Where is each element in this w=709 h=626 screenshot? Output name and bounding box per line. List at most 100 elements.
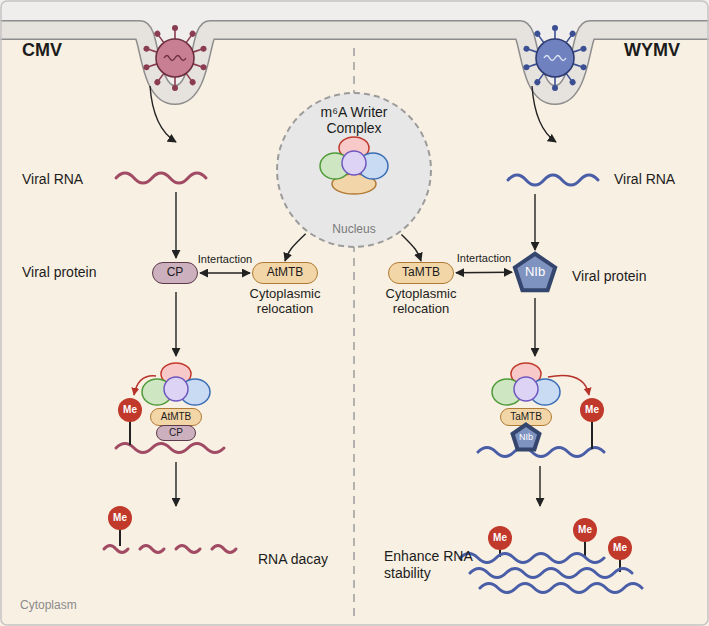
rna-fragments	[104, 546, 236, 553]
node-label: CP	[169, 427, 183, 439]
node-label: Me	[493, 532, 507, 544]
virus-spike	[143, 45, 158, 55]
rna-strand	[460, 554, 604, 563]
virus-body	[156, 39, 194, 77]
virus-spike	[143, 61, 158, 71]
mtb-pill: AtMTBCytoplasmic relocation	[252, 262, 318, 284]
flow-arrows	[150, 86, 556, 506]
rna-fragment	[104, 546, 128, 553]
node-label: CP	[167, 266, 184, 280]
node-caption: Cytoplasmic relocation	[375, 287, 467, 317]
rna-fragment	[212, 546, 236, 553]
methyl-stems	[120, 421, 620, 572]
nucleus-fill	[277, 93, 431, 247]
methylation-arrow	[548, 375, 589, 395]
protein-pentagon: NIb	[512, 424, 540, 450]
pentagon-shape	[513, 425, 540, 450]
protein-pill: CP	[152, 262, 198, 284]
region-label: Cytoplasm	[20, 598, 77, 612]
outcome-label: RNA dacay	[258, 551, 328, 568]
writer-complex	[142, 363, 210, 405]
viral-rna	[478, 448, 604, 457]
rna-strand	[480, 584, 642, 593]
node-label: NIb	[519, 432, 533, 442]
flow-arrow	[175, 462, 176, 506]
node-label: AtMTB	[267, 266, 304, 280]
virus-spike	[192, 61, 207, 71]
flow-arrow	[534, 298, 535, 356]
virus-spike	[523, 61, 538, 71]
node-label: AtMTB	[161, 411, 192, 423]
connector-arrow	[200, 272, 250, 273]
methyl-mark: Me	[108, 506, 132, 530]
flow-arrow	[175, 292, 176, 356]
methyl-mark: Me	[488, 526, 512, 550]
methyl-mark: Me	[580, 398, 604, 422]
step-label: Viral RNA	[614, 171, 675, 188]
rna-strand	[470, 569, 632, 578]
mtb-pill: TaMTBCytoplasmic relocation	[388, 262, 454, 284]
wymv-virus	[523, 25, 588, 91]
virus-spike	[572, 61, 587, 71]
node-label: Me	[578, 524, 592, 536]
protein-pentagon: NIb	[514, 253, 556, 291]
connector-arrow	[456, 272, 512, 274]
virus-spike	[523, 45, 538, 55]
virus-name: CMV	[22, 40, 62, 62]
virus-spike	[192, 45, 207, 55]
virus-genome	[544, 56, 566, 61]
outcome-label: Enhance RNA stability	[384, 548, 480, 582]
virus-spike	[172, 25, 178, 39]
virus-name: WYMV	[624, 40, 680, 62]
rna-fragment	[176, 546, 200, 553]
connector-arrow	[401, 234, 421, 261]
stable-rna	[460, 554, 642, 593]
writer-complex	[492, 363, 560, 405]
node-label: TaMTB	[402, 266, 440, 280]
rna-fragment	[140, 546, 164, 553]
node-label: TaMTB	[510, 411, 542, 423]
methyl-stem	[119, 529, 121, 546]
mtb-pill: AtMTB	[150, 408, 202, 426]
interaction-label: Intertaction	[198, 253, 252, 265]
virus-spike	[552, 25, 558, 39]
virus-spike	[172, 77, 178, 91]
methyl-mark: Me	[118, 398, 142, 422]
viral-rna	[508, 175, 598, 185]
methyl-mark: Me	[608, 536, 632, 560]
cytoplasm-fill	[0, 30, 709, 626]
node-label: m⁶A Writer Complex	[302, 104, 406, 136]
node-caption: Cytoplasmic relocation	[239, 287, 331, 317]
step-label: Viral protein	[22, 264, 96, 281]
virus-body	[536, 39, 574, 77]
nucleus-circle: m⁶A Writer ComplexNucleus	[276, 92, 432, 248]
node-label: Me	[585, 404, 599, 416]
virus-genome	[164, 56, 186, 61]
viral-rna	[116, 173, 206, 183]
pentagon-shape	[515, 254, 555, 290]
connector-arrow	[285, 234, 306, 261]
virus-spike	[572, 45, 587, 55]
methyl-stem	[591, 421, 593, 449]
virus-spike	[552, 77, 558, 91]
methyl-mark: Me	[573, 518, 597, 542]
methylation-arrows	[134, 375, 589, 395]
node-label: NIb	[525, 265, 545, 280]
entry-arrow	[150, 86, 176, 142]
flow-arrow	[539, 466, 540, 506]
node-label: Me	[113, 512, 127, 524]
flow-arrow	[534, 194, 535, 250]
cmv-virus	[143, 25, 208, 91]
methylation-arrow	[134, 376, 156, 395]
node-label: Me	[613, 542, 627, 554]
writer-complex	[320, 137, 388, 194]
step-label: Viral RNA	[22, 171, 83, 188]
node-caption: Nucleus	[332, 223, 375, 237]
methyl-stem	[129, 421, 131, 445]
protein-pill: CP	[156, 425, 196, 441]
node-label: Me	[123, 404, 137, 416]
viral-rna	[116, 444, 224, 453]
